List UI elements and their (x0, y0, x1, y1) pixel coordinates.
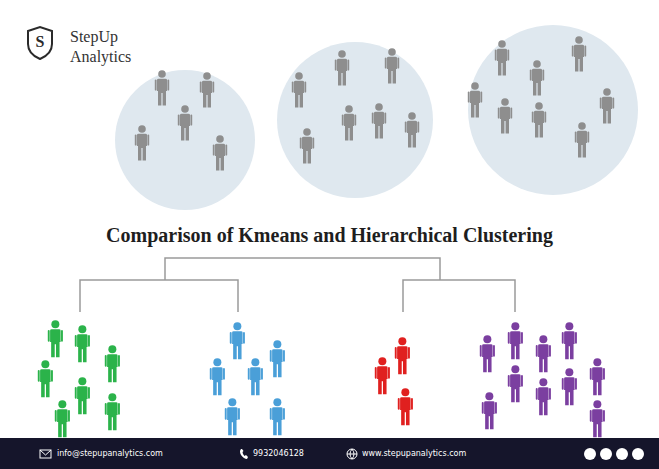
person-figure (398, 388, 413, 425)
footer-phone: 9932046128 (253, 448, 304, 460)
person-figure (532, 102, 546, 137)
person-figure (230, 322, 245, 359)
person-figure (530, 60, 544, 95)
cluster-circle (115, 70, 255, 210)
person-figure (536, 335, 551, 372)
person-figure (248, 358, 263, 395)
diagram-title: Comparison of Kmeans and Hierarchical Cl… (0, 224, 659, 247)
person-figure (270, 340, 285, 377)
person-figure (572, 36, 586, 71)
social-icons (584, 448, 644, 460)
person-figure (395, 337, 410, 374)
person-figure (536, 378, 551, 415)
person-figure (482, 392, 497, 429)
person-figure (508, 365, 523, 402)
person-figure (405, 112, 419, 147)
person-figure (105, 393, 120, 430)
person-figure (135, 125, 149, 160)
cluster-circle (277, 42, 433, 198)
person-figure (270, 398, 285, 435)
person-figure (480, 335, 495, 372)
person-figure (575, 122, 589, 157)
cluster-circle (468, 25, 638, 195)
person-figure (375, 357, 390, 394)
person-figure (292, 72, 306, 107)
person-figure (178, 105, 192, 140)
person-figure (385, 48, 399, 83)
person-figure (213, 135, 227, 170)
person-figure (75, 325, 90, 362)
person-figure (48, 320, 63, 357)
brand-name: StepUp Analytics (70, 27, 150, 67)
person-figure (562, 322, 577, 359)
person-figure (468, 82, 482, 117)
person-figure (38, 360, 53, 397)
person-figure (75, 377, 90, 414)
person-figure (342, 105, 356, 140)
person-figure (200, 72, 214, 107)
footer-bar (0, 438, 659, 469)
person-figure (590, 400, 605, 437)
footer-email: info@stepupanalytics.com (57, 448, 163, 460)
logo-shield (28, 27, 52, 59)
person-figure (508, 322, 523, 359)
person-figure (155, 70, 169, 105)
person-figure (105, 345, 120, 382)
person-figure (210, 358, 225, 395)
person-figure (495, 40, 509, 75)
person-figure (562, 368, 577, 405)
dendrogram (80, 258, 515, 312)
logo-letter: S (28, 33, 52, 51)
phone-icon (240, 449, 248, 459)
person-figure (498, 98, 512, 133)
person-figure (335, 50, 349, 85)
person-figure (372, 103, 386, 138)
person-figure (225, 398, 240, 435)
footer-icons (40, 449, 357, 459)
footer-website: www.stepupanalytics.com (362, 448, 466, 460)
person-figure (600, 88, 614, 123)
person-figure (590, 358, 605, 395)
person-figure (300, 128, 314, 163)
person-figure (55, 400, 70, 437)
